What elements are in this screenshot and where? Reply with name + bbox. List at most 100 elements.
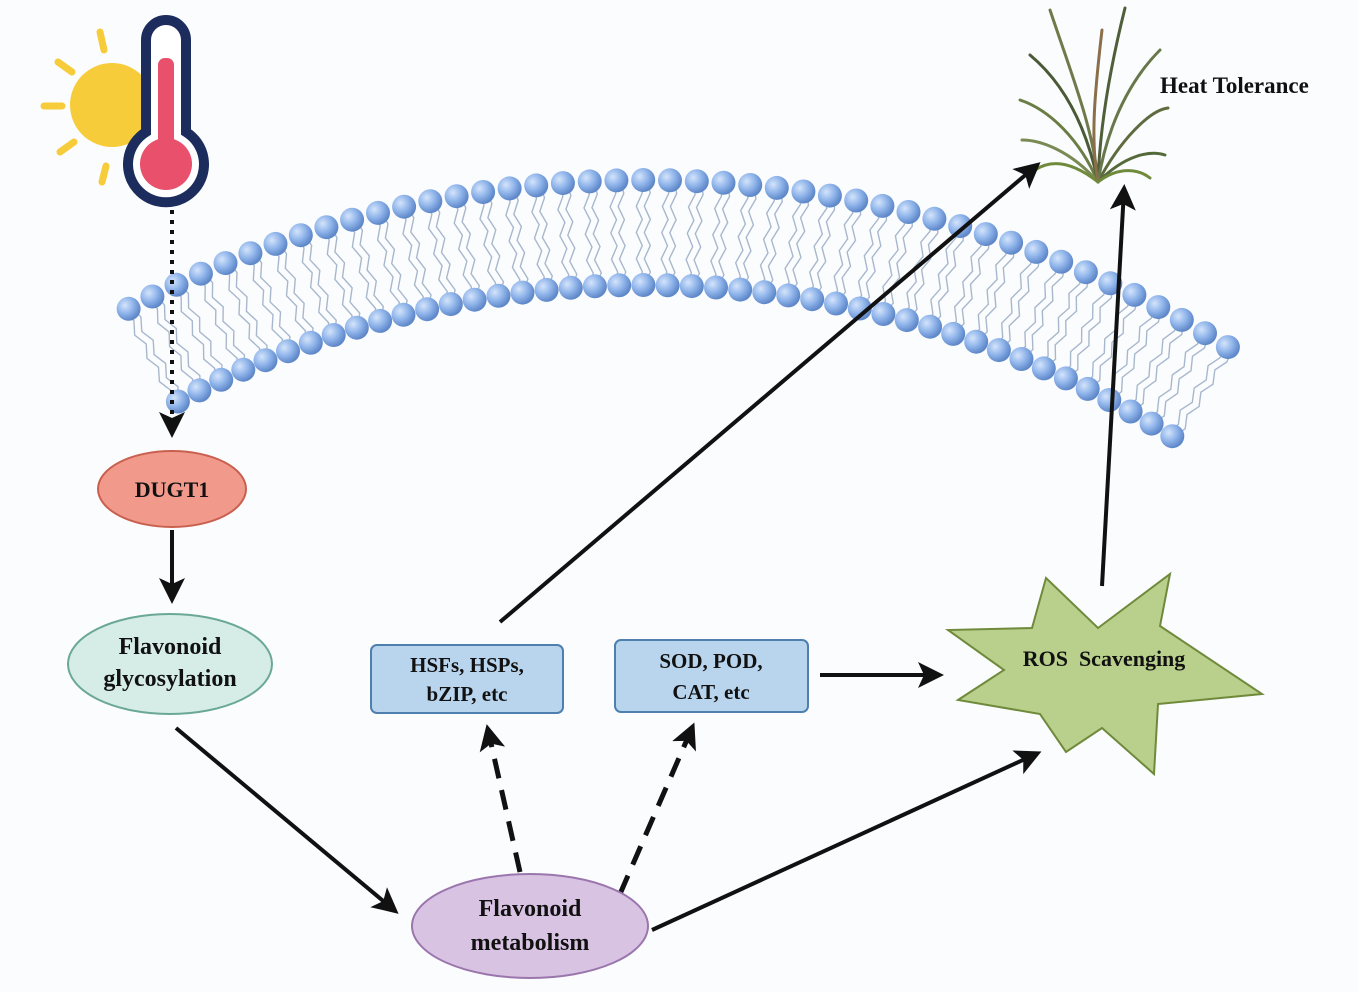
lipid-head [462, 287, 487, 312]
lipid-tail [278, 242, 314, 343]
lipid-head [534, 277, 559, 302]
lipid-head [894, 308, 919, 333]
lipid-head [824, 291, 848, 316]
lipid-tail [852, 205, 880, 308]
lipid-head [1075, 376, 1100, 401]
lipid-tail [930, 227, 965, 328]
dugt1-label: DUGT1 [135, 477, 210, 502]
lipid-head [368, 308, 393, 333]
lipid-head [1024, 239, 1049, 264]
lipid-tail [999, 253, 1041, 351]
lipid-head [1073, 260, 1098, 285]
lipid-tail [609, 180, 619, 286]
lipid-tail [512, 187, 529, 293]
lipid-head [550, 171, 575, 196]
lipid-head [263, 231, 288, 256]
lipid-head [941, 321, 966, 346]
lipid-tail [1066, 284, 1115, 380]
lipid-tail [321, 227, 353, 330]
lipid-head [577, 169, 602, 194]
hsf-box-line-1: HSFs, HSPs, [410, 653, 524, 677]
lipid-tail [583, 181, 595, 287]
lipid-head [524, 173, 549, 198]
lipid-tail [399, 207, 424, 311]
lipid-tail [804, 194, 828, 299]
lipid-head [231, 357, 256, 382]
lipid-head [298, 330, 323, 355]
lipid-head [948, 214, 973, 239]
arrow-metabolism-to-sod [617, 722, 696, 895]
lipid-head [918, 314, 943, 339]
lipid-tail [565, 182, 578, 288]
lipid-tail [172, 286, 216, 383]
lipid-head [728, 277, 753, 302]
lipid-tail [253, 251, 291, 351]
lipid-head [582, 274, 607, 299]
lipid-tail [659, 180, 670, 286]
lipid-tail [860, 206, 888, 310]
lipid-tail [373, 213, 401, 317]
lipid-head [764, 175, 789, 200]
lipid-tail [228, 261, 268, 360]
lipid-head [558, 275, 583, 300]
lipid-head [1215, 335, 1240, 360]
metabolism-label-line-1: Flavonoid [479, 896, 582, 922]
lipid-head [418, 189, 443, 214]
lipid-tail [788, 191, 810, 296]
lipid-head [973, 222, 998, 247]
lipid-head [1122, 282, 1147, 307]
lipid-heads [116, 168, 1240, 449]
lipid-head [321, 323, 346, 347]
lipid-tail [203, 271, 246, 370]
lipid-tail [692, 181, 704, 287]
flavonoid-glycosylation-node: Flavonoid glycosylation [67, 613, 273, 715]
lipid-head [288, 223, 313, 248]
lipid-tail [907, 219, 939, 321]
metabolism-label-line-2: metabolism [471, 930, 590, 956]
lipid-tail [504, 188, 521, 294]
lipid-head [438, 292, 463, 317]
lipid-head [164, 272, 189, 297]
lipid-head [847, 296, 872, 321]
arrow-metabolism-to-ros [651, 750, 1042, 932]
lipid-tail [764, 188, 783, 293]
lipid-head [415, 297, 440, 322]
lipid-tail [1124, 317, 1179, 409]
lipid-tail [1088, 296, 1139, 390]
lipid-tail [1036, 270, 1083, 367]
lipid-tail [407, 205, 432, 310]
lipid-head [752, 280, 777, 305]
lipid-tail [355, 218, 385, 321]
lipid-tail [1109, 308, 1163, 401]
lipid-head [314, 215, 339, 240]
wheat-plant-icon [1018, 6, 1170, 184]
lipid-head [471, 180, 496, 204]
heat-tolerance-label: Heat Tolerance [1160, 73, 1309, 98]
lipid-head [631, 168, 656, 192]
lipid-tail [304, 233, 337, 335]
lipid-head [1169, 307, 1194, 332]
lipid-tail [716, 182, 731, 288]
cell-membrane-bilayer [116, 168, 1240, 449]
lipid-tail [812, 196, 836, 300]
lipid-tail [148, 297, 194, 394]
lipid-head [1031, 356, 1056, 381]
sod-box-line-1: SOD, POD, [659, 649, 762, 673]
lipid-head [392, 194, 417, 219]
lipid-tail [347, 220, 377, 323]
lipid-head [870, 193, 895, 218]
lipid-head [922, 206, 947, 231]
lipid-head [391, 302, 416, 327]
lipid-head [497, 176, 522, 201]
lipid-tail [780, 190, 802, 295]
lipid-tail [124, 310, 173, 405]
lipid-tail [969, 241, 1009, 340]
hsf-box-line-2: bZIP, etc [427, 682, 508, 706]
lipid-tail [433, 200, 456, 305]
lipid-tail [635, 179, 644, 286]
arrow-ros-to-heat-tolerance [1100, 184, 1136, 587]
lipid-tail [1080, 292, 1132, 387]
lipid-head [444, 184, 469, 209]
sod-box-line-2: CAT, etc [672, 680, 749, 704]
